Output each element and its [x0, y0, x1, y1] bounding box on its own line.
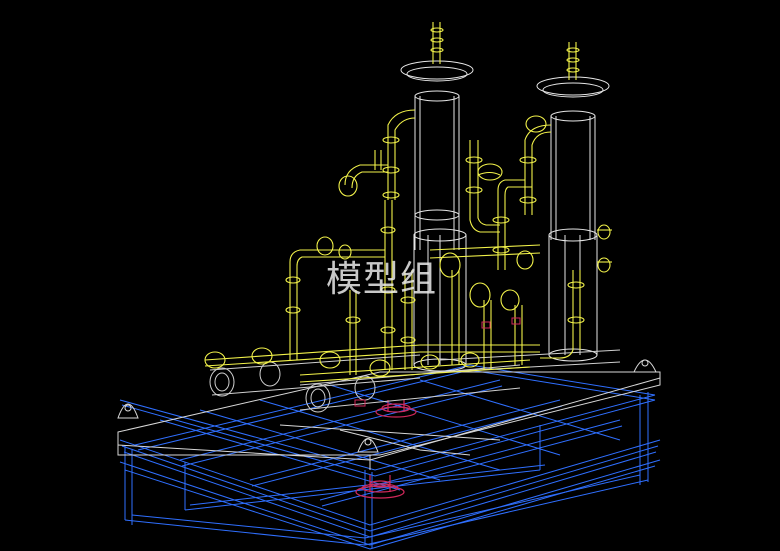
lifting-lugs	[117, 359, 657, 453]
red-fittings	[354, 317, 521, 407]
vessel-left	[400, 60, 474, 372]
base-top-plate	[117, 371, 661, 470]
vessel-right	[536, 76, 610, 362]
base-flanges	[355, 400, 417, 499]
process-piping	[204, 22, 612, 383]
base-frame	[119, 364, 661, 550]
